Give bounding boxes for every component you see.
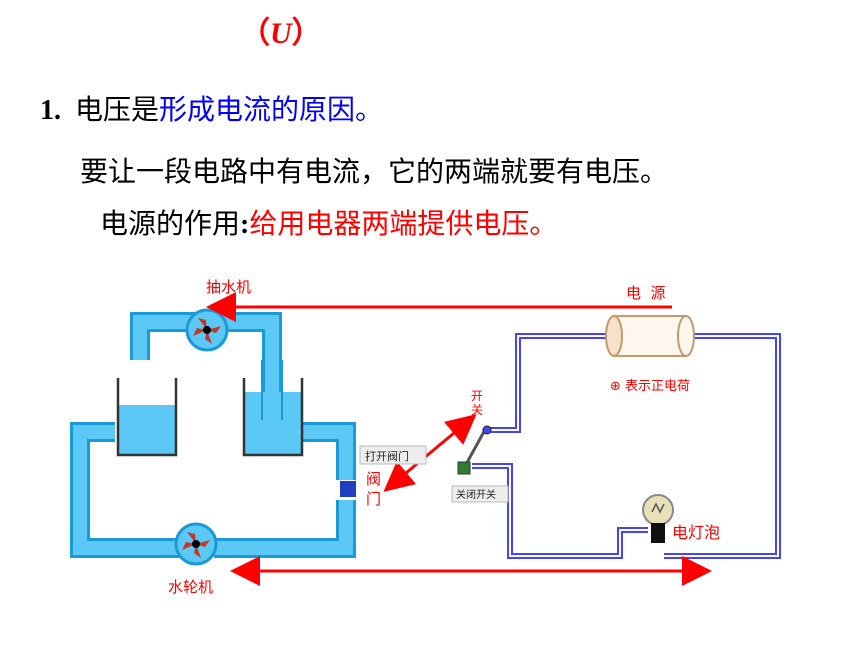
- title-close-paren: ）: [291, 16, 322, 51]
- left-container: [116, 378, 178, 457]
- close-switch-tag: 关闭开关: [451, 485, 509, 503]
- point-1-text: 电压是: [75, 93, 160, 126]
- point-number: 1.: [40, 95, 61, 126]
- sentence-2: 要让一段电路中有电流，它的两端就要有电压。: [80, 155, 669, 188]
- battery-icon: [605, 315, 695, 357]
- wire-bottom-left: [472, 463, 648, 559]
- switch-label-2: 关: [471, 403, 483, 417]
- right-container-water: [244, 392, 302, 455]
- right-container: [242, 378, 304, 457]
- water-circuit: [70, 308, 356, 566]
- switch-label-1: 开: [471, 389, 483, 403]
- sentence-3-colon: :: [240, 209, 250, 240]
- bottom-pipe: [73, 425, 353, 555]
- bulb-icon: [642, 494, 674, 543]
- valve-label-2: 门: [366, 490, 381, 508]
- valve-label-1: 阀: [366, 470, 381, 488]
- valve-icon: [340, 481, 356, 497]
- pump-icon: [185, 308, 229, 352]
- sentence-3-text: 电源的作用: [100, 207, 241, 240]
- left-container-water: [118, 405, 176, 455]
- pump-label: 抽水机: [206, 278, 251, 296]
- wire-top-left: [488, 333, 610, 433]
- voltage-symbol: U: [270, 17, 292, 50]
- electric-circuit: [457, 315, 781, 559]
- top-pipe: [133, 315, 279, 420]
- positive-charge-label: ⊕ 表示正电荷: [610, 379, 690, 394]
- sentence-3-highlight: 给用电器两端提供电压。: [249, 207, 558, 240]
- arrow-switch-valve: [383, 414, 477, 492]
- page-title: （U）: [240, 8, 322, 52]
- title-open-paren: （: [240, 16, 270, 51]
- sentence-3: 电源的作用:给用电器两端提供电压。: [100, 202, 557, 242]
- source-label: 电 源: [626, 284, 666, 302]
- open-valve-label: 打开阀门: [365, 449, 409, 463]
- point-1-highlight: 形成电流的原因。: [159, 93, 384, 126]
- turbine-label: 水轮机: [168, 578, 213, 596]
- bulb-label: 电灯泡: [672, 523, 720, 542]
- close-switch-label: 关闭开关: [456, 488, 496, 501]
- open-valve-tag: 打开阀门: [359, 445, 427, 465]
- point-1: 1. 电压是形成电流的原因。: [40, 88, 383, 128]
- right-pipe: [300, 425, 353, 480]
- arrows: [206, 292, 712, 586]
- turbine-icon: [174, 522, 218, 566]
